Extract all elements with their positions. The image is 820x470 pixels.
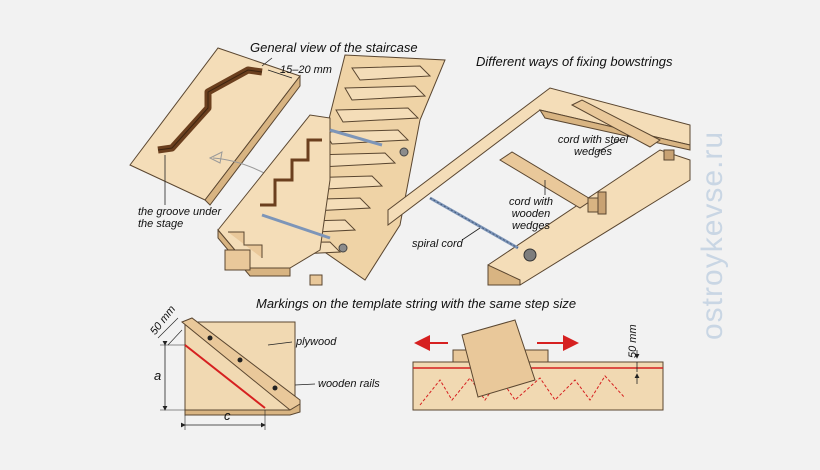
- front-groove: [260, 138, 322, 207]
- watermark: ostroykevse.ru: [696, 130, 729, 340]
- label-groove-depth: 15–20 mm: [280, 64, 332, 76]
- label-cord-wooden: cord with wooden wedges: [508, 196, 554, 232]
- staircase-general-view: [217, 54, 446, 286]
- label-dim-50-right: 50 mm: [627, 324, 639, 358]
- label-plywood: plywood: [296, 336, 337, 348]
- label-spiral-cord: spiral cord: [412, 238, 463, 250]
- label-dim-a: a: [154, 368, 162, 383]
- groove-detail: [129, 47, 301, 206]
- label-cord-steel: cord with steel wedges: [557, 134, 629, 158]
- template-board: [412, 319, 664, 411]
- template-triangle: [157, 317, 316, 430]
- label-wooden-rails: wooden rails: [318, 378, 380, 390]
- label-groove: the groove under the stage: [138, 206, 222, 230]
- red-marking-line: [184, 344, 266, 409]
- caption-fixing-ways: Different ways of fixing bowstrings: [476, 54, 673, 69]
- label-dim-c: c: [224, 408, 231, 423]
- caption-markings: Markings on the template string with the…: [256, 296, 577, 311]
- bowstrings-fixing-view: [387, 87, 691, 286]
- caption-general-view: General view of the staircase: [250, 40, 418, 55]
